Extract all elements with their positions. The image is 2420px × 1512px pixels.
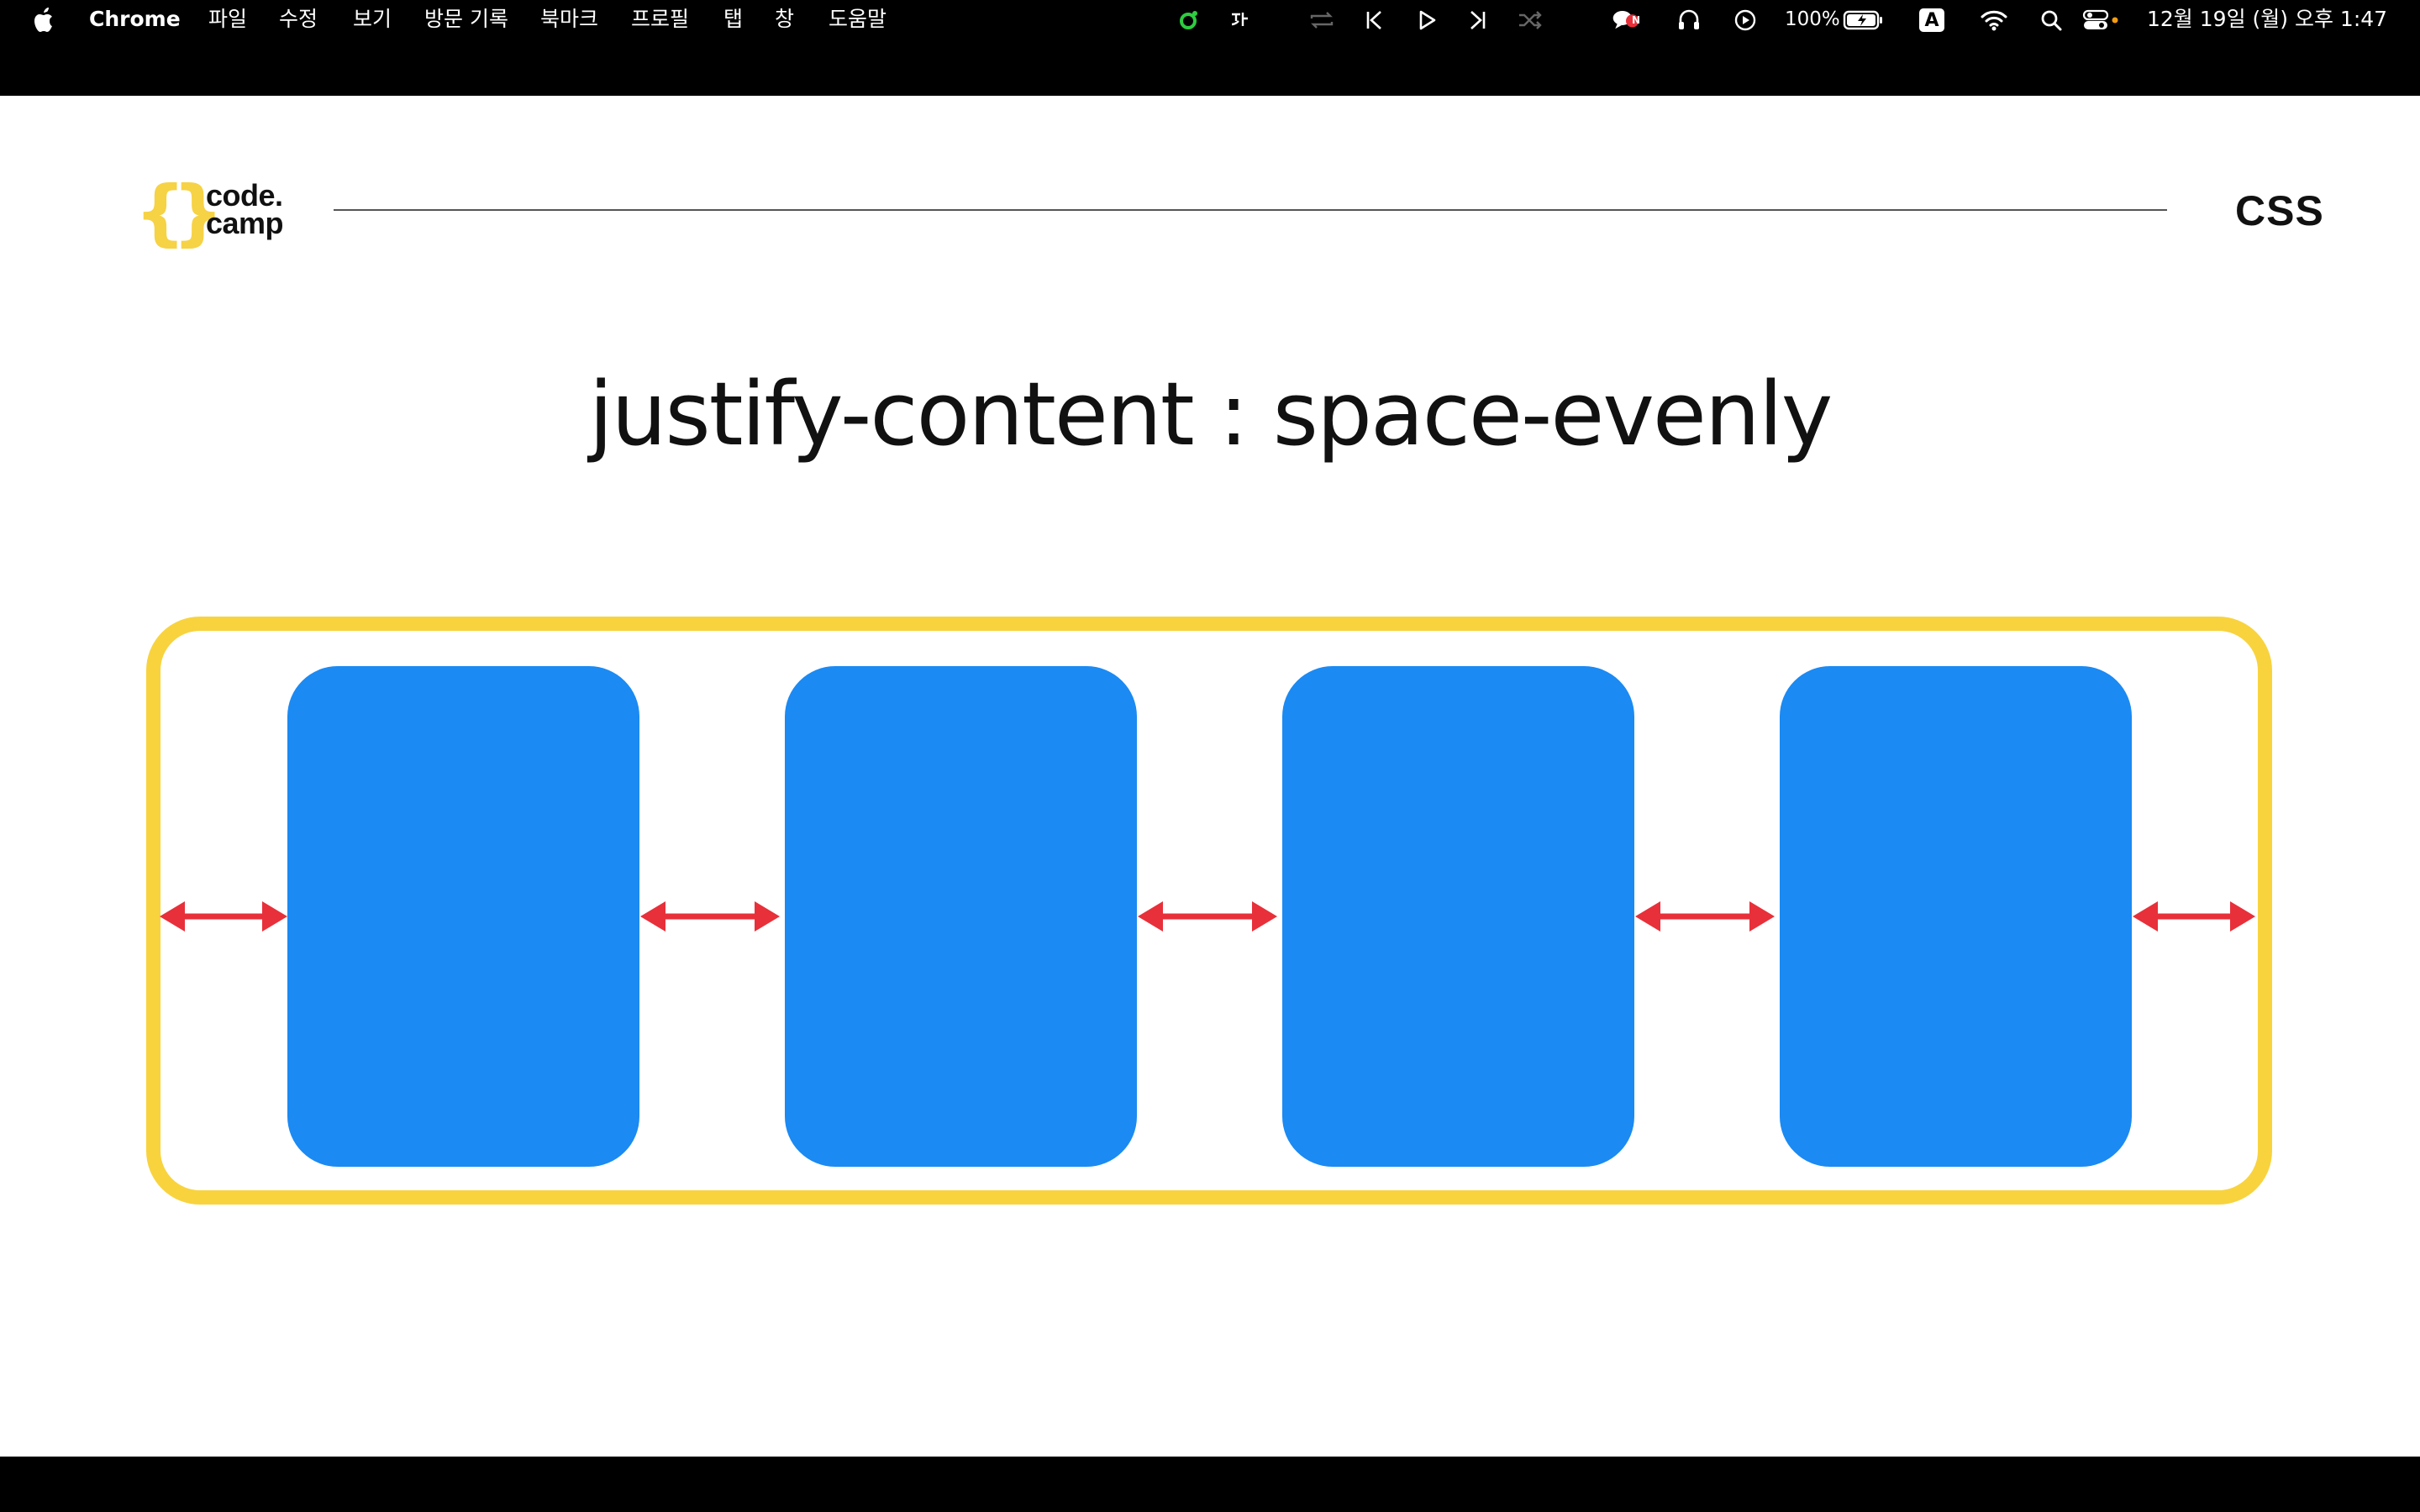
flex-item-4 xyxy=(1780,666,2132,1167)
chat-notification-icon[interactable]: N xyxy=(1612,7,1640,34)
header-divider xyxy=(334,209,2167,211)
menu-profiles[interactable]: 프로필 xyxy=(631,7,690,31)
apple-icon[interactable] xyxy=(30,7,59,34)
logo-brace-right: } xyxy=(172,171,224,255)
battery-icon[interactable] xyxy=(1843,7,1885,34)
notification-badge: N xyxy=(1632,14,1641,26)
logo-brace-left: { xyxy=(134,171,187,255)
play-icon[interactable] xyxy=(1413,7,1441,34)
flex-item-1 xyxy=(287,666,639,1167)
topic-label: CSS xyxy=(2235,187,2324,234)
menu-view[interactable]: 보기 xyxy=(353,7,392,31)
menu-tab[interactable]: 탭 xyxy=(723,7,744,31)
search-icon[interactable] xyxy=(2037,7,2065,34)
battery-percent: 100% xyxy=(1785,8,1840,30)
logo-wordmark: code. camp xyxy=(206,178,284,240)
menu-help[interactable]: 도움말 xyxy=(829,7,887,31)
clock-datetime[interactable]: 12월 19일 (월) 오후 1:47 xyxy=(2147,7,2388,31)
spacing-arrows xyxy=(160,901,2255,932)
bottom-letterbox xyxy=(0,1457,2420,1512)
menu-bookmarks[interactable]: 북마크 xyxy=(540,7,599,31)
flex-item-2 xyxy=(785,666,1137,1167)
slide-title: justify-content : space-evenly xyxy=(588,363,1833,465)
previous-track-icon[interactable] xyxy=(1360,7,1388,34)
app-name-menu[interactable]: Chrome xyxy=(89,7,181,31)
spacing-arrow-2 xyxy=(640,901,780,932)
menu-bar: Chrome 파일 수정 보기 방문 기록 북마크 프로필 탭 창 도움말 N … xyxy=(0,0,2420,40)
wifi-icon[interactable] xyxy=(1980,7,2008,34)
flex-container-box xyxy=(146,617,2272,1205)
presentation-slide: { } code. camp CSS justify-content : spa… xyxy=(0,96,2420,1457)
logo-line-2: camp xyxy=(206,206,284,240)
menu-file[interactable]: 파일 xyxy=(208,7,248,31)
spacing-arrow-3 xyxy=(1138,901,1277,932)
shuffle-icon[interactable] xyxy=(1516,7,1544,34)
media-play-icon[interactable] xyxy=(1731,7,1760,34)
input-source-label: A xyxy=(1919,8,1944,32)
lyrics-icon[interactable] xyxy=(1226,7,1255,34)
logo-line-1: code. xyxy=(206,178,283,213)
input-source-icon[interactable]: A xyxy=(1918,7,1946,34)
spacing-arrow-4 xyxy=(1635,901,1775,932)
repeat-icon[interactable] xyxy=(1307,7,1336,34)
menu-history[interactable]: 방문 기록 xyxy=(424,7,508,31)
spacing-arrow-5 xyxy=(2133,901,2255,932)
spacing-arrow-1 xyxy=(160,901,287,932)
control-center-icon[interactable] xyxy=(2082,7,2119,34)
menu-edit[interactable]: 수정 xyxy=(279,7,318,31)
headphones-icon[interactable] xyxy=(1675,7,1703,34)
music-status-icon[interactable] xyxy=(1175,7,1203,34)
next-track-icon[interactable] xyxy=(1464,7,1492,34)
flex-item-3 xyxy=(1282,666,1634,1167)
menu-window[interactable]: 창 xyxy=(775,7,795,31)
